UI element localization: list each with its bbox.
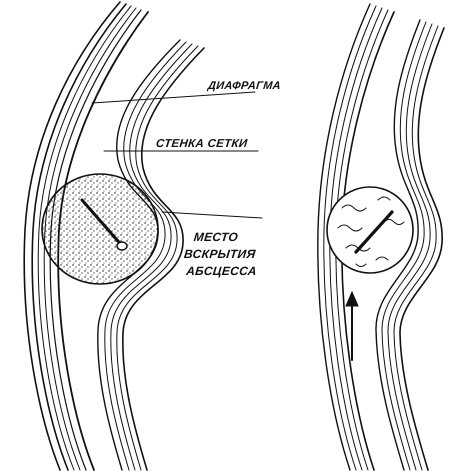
label-abscess-site-line-2: ВСКРЫТИЯ (183, 246, 259, 263)
leader-site (162, 212, 262, 218)
right-abscess (327, 187, 413, 273)
right-figure (318, 4, 444, 470)
left-abscess (42, 174, 158, 284)
label-diaphragm: ДИАФРАГМА (207, 80, 281, 92)
leader-diaphragm (92, 92, 255, 103)
label-abscess-site-line-3: АБСЦЕССА (181, 263, 257, 280)
label-abscess-site-line-1: МЕСТО (185, 229, 261, 246)
label-abscess-site: МЕСТО ВСКРЫТИЯ АБСЦЕССА (181, 229, 261, 280)
label-reticulum-wall: СТЕНКА СЕТКИ (155, 138, 248, 150)
